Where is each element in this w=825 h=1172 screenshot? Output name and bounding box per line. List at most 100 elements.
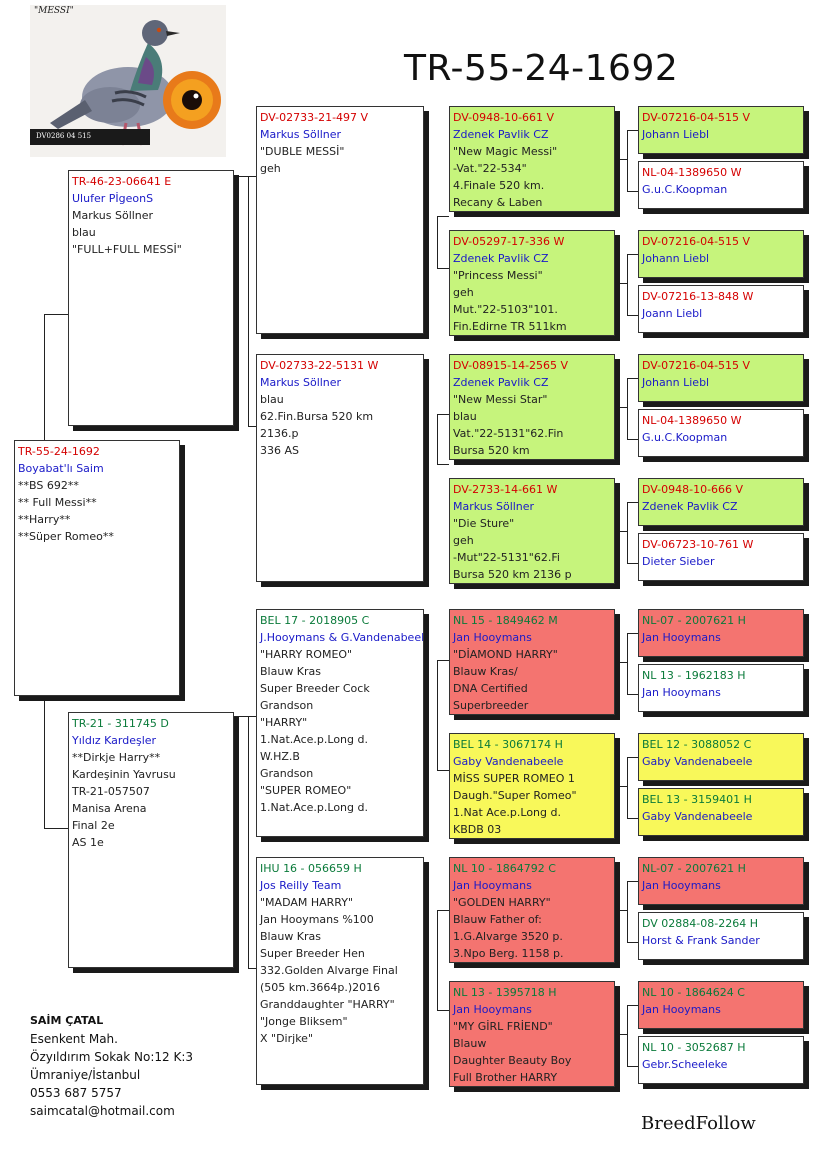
connector-line (437, 414, 449, 415)
photo-heading: "MESSI" (34, 6, 74, 16)
connector-line (44, 828, 68, 829)
card-line: DNA Certified (453, 682, 528, 695)
connector-line (437, 414, 438, 465)
connector-line (44, 314, 68, 315)
card-line: "DİAMOND HARRY" (453, 648, 558, 661)
owner-name: Ulufer PİgeonS (72, 192, 154, 205)
card-line: Vat."22-5131"62.Fin (453, 427, 564, 440)
card-line: Blauw Kras (260, 930, 322, 943)
connector-line (248, 176, 249, 427)
connector-line (437, 910, 438, 1011)
connector-line (627, 881, 628, 943)
owner-name: Johann Liebl (642, 376, 710, 389)
owner-name: Zdenek Pavlik CZ (453, 128, 549, 141)
owner-name: Markus Söllner (260, 376, 342, 389)
connector-line (234, 716, 248, 717)
card-line: MİSS SUPER ROMEO 1 (453, 772, 575, 785)
connector-line (615, 283, 627, 284)
card-line: "New Magic Messi" (453, 145, 558, 158)
ring-number: BEL 13 - 3159401 H (642, 793, 752, 806)
connector-line (627, 315, 638, 316)
ring-number: BEL 12 - 3088052 C (642, 738, 752, 751)
connector-line (437, 216, 449, 217)
connector-line (627, 1066, 638, 1067)
breeder-address-3: Ümraniye/İstanbul (30, 1068, 141, 1082)
owner-name: Zdenek Pavlik CZ (453, 252, 549, 265)
card-line: 1.Nat Ace.p.Long d. (453, 806, 561, 819)
owner-name: Jos Reilly Team (260, 879, 342, 892)
card-line: "FULL+FULL MESSİ" (72, 243, 182, 256)
owner-name: G.u.C.Koopman (642, 183, 728, 196)
card-line: "DUBLE MESSİ" (260, 145, 345, 158)
card-line: 3.Npo Berg. 1158 p. (453, 947, 564, 960)
connector-line (627, 1005, 628, 1067)
connector-line (248, 968, 256, 969)
card-line: Fin.Edirne TR 511km (453, 320, 567, 333)
card-line: "Die Sture" (453, 517, 515, 530)
connector-line (437, 910, 449, 911)
card-line: Daughter Beauty Boy (453, 1054, 572, 1067)
card-line: Grandson (260, 767, 314, 780)
card-line: geh (453, 534, 474, 547)
card-line: Granddaughter "HARRY" (260, 998, 395, 1011)
connector-line (627, 694, 638, 695)
connector-line (627, 254, 628, 316)
owner-name: J.Hooymans & G.Vandenabeele (260, 631, 424, 644)
photo-ring: DV0286 04 515 (36, 132, 92, 140)
owner-name: Gaby Vandenabeele (453, 755, 564, 768)
owner-name: Gebr.Scheeleke (642, 1058, 728, 1071)
connector-line (248, 716, 249, 969)
card-line: "Jonge Bliksem" (260, 1015, 348, 1028)
owner-name: Jan Hooymans (642, 686, 721, 699)
pigeon-photo: "MESSI" DV0286 04 515 (30, 5, 226, 157)
connector-line (437, 1010, 449, 1011)
card-line: -Vat."22-534" (453, 162, 527, 175)
card-line: 4.Finale 520 km. (453, 179, 545, 192)
ring-number: BEL 14 - 3067174 H (453, 738, 563, 751)
card-line: X "Dirjke" (260, 1032, 314, 1045)
connector-line (437, 268, 449, 269)
connector-line (248, 716, 256, 717)
card-line: geh (260, 162, 281, 175)
owner-name: Jan Hooymans (453, 631, 532, 644)
connector-line (627, 757, 628, 819)
card-line: 2136.p (260, 427, 299, 440)
owner-name: Dieter Sieber (642, 555, 715, 568)
card-line: Super Breeder Hen (260, 947, 365, 960)
connector-line (627, 881, 638, 882)
breeder-name: SAİM ÇATAL (30, 1014, 104, 1027)
ring-number: NL 13 - 1395718 H (453, 986, 557, 999)
card-line: "SUPER ROMEO" (260, 784, 352, 797)
owner-name: Boyabat'lı Saim (18, 462, 104, 475)
card-line: 336 AS (260, 444, 299, 457)
connector-line (627, 130, 628, 192)
ring-number: NL-04-1389650 W (642, 414, 742, 427)
ring-number: TR-55-24-1692 (18, 445, 100, 458)
connector-line (437, 660, 449, 661)
connector-line (627, 942, 638, 943)
owner-name: Yıldız Kardeşler (72, 734, 157, 747)
ggp-card-5: NL 15 - 1849462 M Jan Hooymans "DİAMOND HA… (449, 609, 615, 715)
ring-number: DV-06723-10-761 W (642, 538, 754, 551)
ring-number: NL 15 - 1849462 M (453, 614, 558, 627)
breeder-phone: 0553 687 5757 (30, 1086, 122, 1100)
connector-line (627, 378, 638, 379)
card-line: **Süper Romeo** (18, 530, 114, 543)
ring-number: DV-02733-21-497 V (260, 111, 369, 124)
ring-number: DV-07216-04-515 V (642, 235, 751, 248)
ring-number: DV 02884-08-2264 H (642, 917, 758, 930)
ring-number: NL-07 - 2007621 H (642, 614, 746, 627)
card-line: blau (453, 410, 477, 423)
card-line: Daugh."Super Romeo" (453, 789, 577, 802)
card-line: "MADAM HARRY" (260, 896, 354, 909)
card-line: Blauw Father of: (453, 913, 542, 926)
connector-line (615, 910, 627, 911)
